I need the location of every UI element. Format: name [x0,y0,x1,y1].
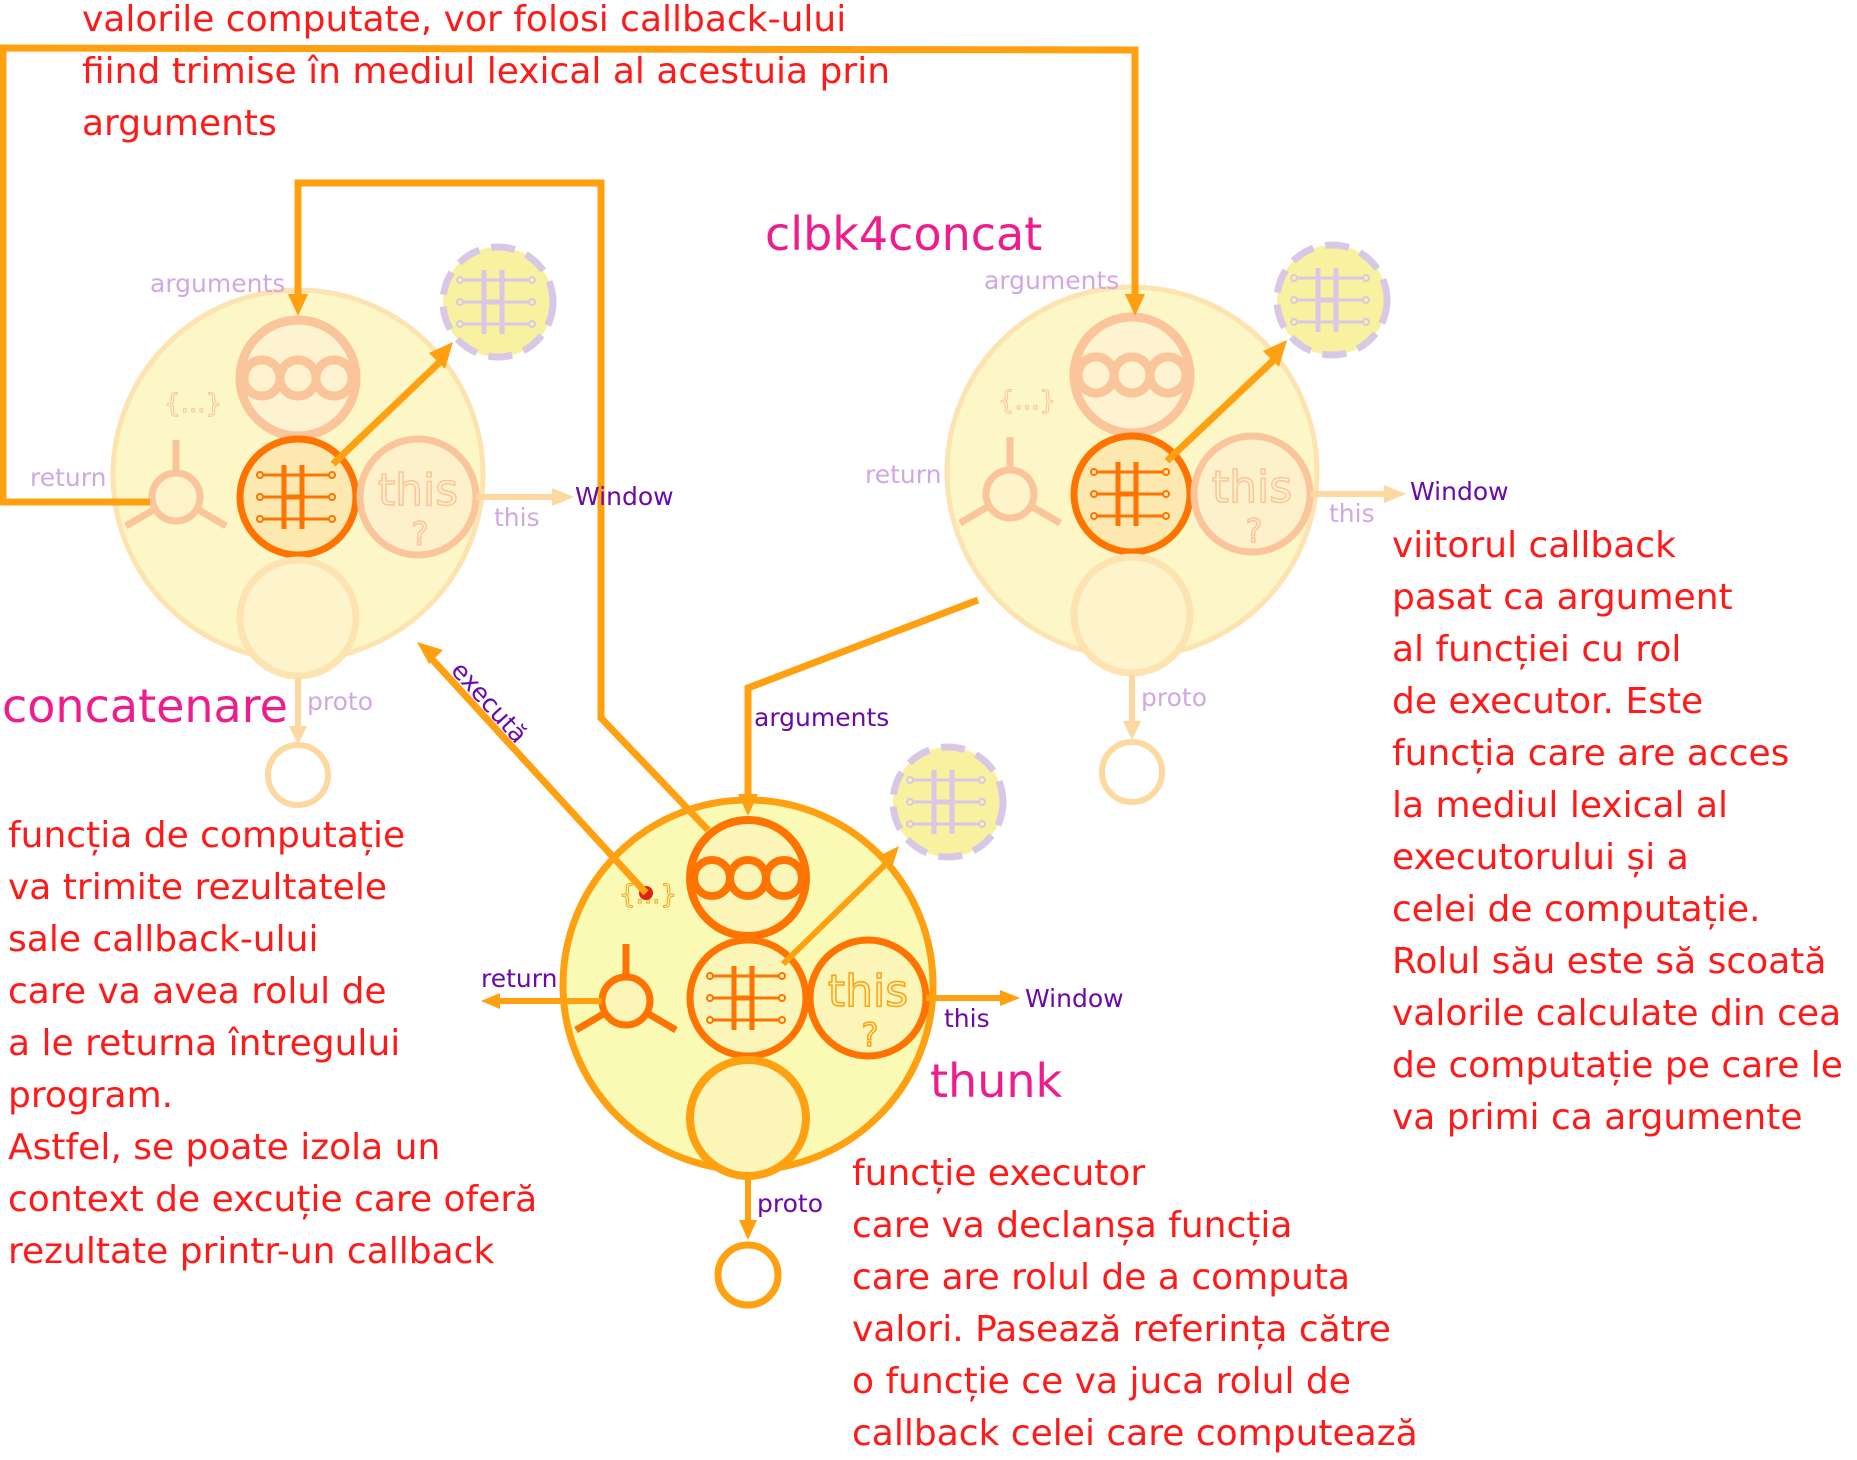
clbk4concat-proto-arrowhead [1123,721,1141,740]
clbk4concat-exec-scope-connector [1164,353,1281,464]
callback-to-thunk-args-connector [744,596,980,795]
concatenare-proto-slot [236,556,360,680]
note-top: valorile computate, vor folosi callback-… [82,0,891,144]
concatenare-this-label: this [494,503,540,532]
clbk4concat-exec-icon [1091,462,1169,526]
concatenare-exec-scope-arrowhead [429,342,453,369]
thunk-proto-object [714,1241,782,1309]
clbk4concat-return-label: return [865,460,942,489]
concatenare-exec-scope-connector [330,355,447,467]
concatenare-proto-object [265,742,331,808]
executes-connector [427,654,649,896]
thunk-proto-label: proto [757,1189,823,1218]
thunk-exec-scope-arrowhead [877,846,899,871]
concatenare-this-arrowhead [552,488,574,506]
thunk-q-glyph: ? [862,1016,879,1054]
thunk-window-label: Window [1025,984,1124,1013]
thunk-arguments-label: arguments [754,703,890,732]
clbk4concat-this-glyph: this [1212,462,1292,513]
concatenare-arguments-slot [235,315,361,441]
concatenare-arguments-label: arguments [150,269,286,298]
thunk-return-label: return [481,964,558,993]
thunk-return-arrowhead [481,993,500,1009]
concatenare-window-label: Window [575,482,674,511]
clbk4concat-q-glyph: ? [1246,512,1263,550]
concatenare-node: this ? {...} [110,243,574,808]
concatenare-exec-icon [257,465,335,529]
concatenare-return-label: return [30,463,107,492]
concatenare-proto-arrowhead [289,726,307,745]
clbk4concat-window-label: Window [1410,477,1509,506]
clbk4concat-scope-icon [1291,268,1369,332]
clbk4concat-this-arrowhead [1384,485,1406,503]
concatenare-proto-label: proto [307,687,373,716]
concatenare-block-glyph: {...} [164,389,222,419]
concatenare-q-glyph: ? [412,515,429,553]
concatenare-scope-icon [457,270,535,334]
function-name-thunk: thunk [930,1054,1063,1108]
function-name-clbk4concat: clbk4concat [765,207,1043,261]
thunk-scope-icon [907,770,985,834]
clbk4concat-proto-object [1099,739,1165,805]
thunk-proto-arrowhead [739,1220,757,1240]
thunk-return-icon [574,944,678,1034]
clbk4concat-proto-slot [1070,553,1194,677]
thunk-arguments-icon [690,856,806,900]
thunk-arguments-slot [686,816,810,940]
thunk-this-glyph: this [828,966,908,1017]
concatenare-arguments-icon [239,355,357,401]
note-right: viitorul callback pasat ca argument al f… [1392,525,1843,1138]
thunk-proto-slot [686,1056,810,1180]
clbk4concat-arguments-label: arguments [984,266,1120,295]
callback-to-thunk-args-arrowhead [738,794,758,816]
clbk4concat-arguments-slot [1069,312,1195,438]
return-to-callback-connector [0,44,1139,506]
return-to-callback-arrowhead [1125,294,1145,316]
thunk-exec-icon [707,966,785,1030]
clbk4concat-this-label: this [1329,499,1375,528]
thunk-this-arrowhead [1000,990,1020,1006]
thunk-node: this ? {...} [481,743,1020,1309]
note-bottom: funcție executor care va declanșa funcți… [852,1153,1418,1454]
clbk4concat-arguments-icon [1073,352,1191,398]
thunk-exec-scope-connector [780,857,893,967]
clbk4concat-block-glyph: {...} [998,386,1056,416]
clbk4concat-proto-label: proto [1141,683,1207,712]
thunk-args-to-concatenare-connector [294,179,711,833]
clbk4concat-exec-scope-arrowhead [1263,340,1287,367]
concatenare-return-icon [124,440,228,530]
thunk-this-label: this [944,1004,990,1033]
note-left: funcția de computație va trimite rezulta… [8,815,538,1272]
function-name-concatenare: concatenare [2,679,288,733]
executes-arrowhead [417,642,443,664]
clbk4concat-return-icon [958,437,1062,527]
thunk-args-to-concatenare-arrowhead [288,294,308,316]
concatenare-this-glyph: this [378,465,458,516]
executes-label: execută [445,656,533,749]
